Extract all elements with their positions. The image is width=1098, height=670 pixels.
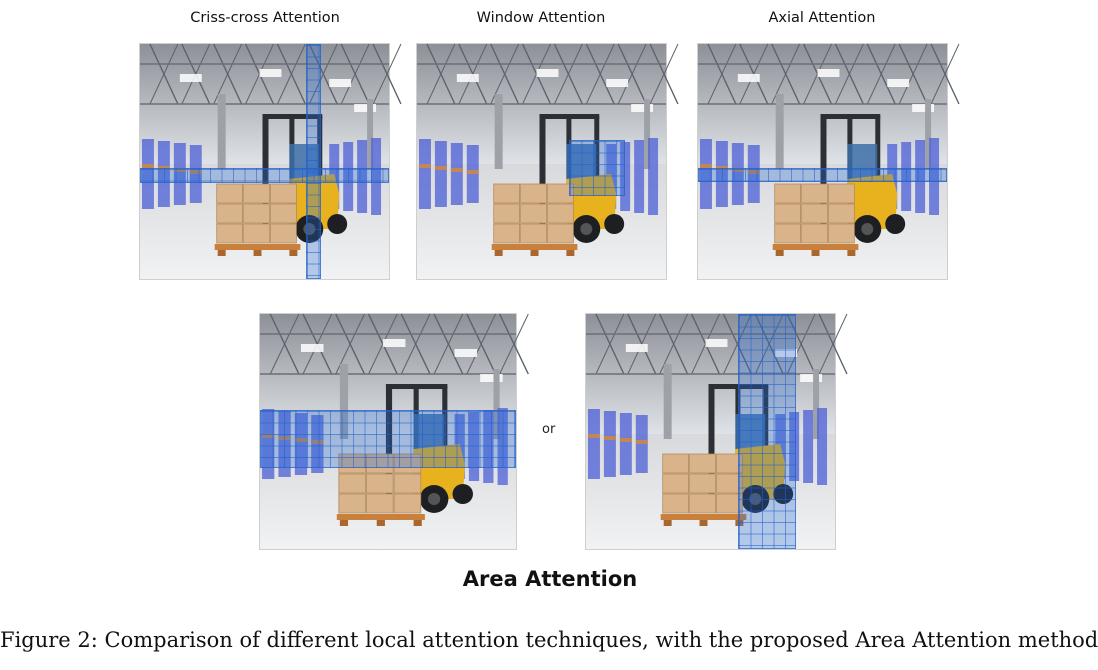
area-vertical-panel <box>585 313 848 550</box>
criss-cross-horizontal-band <box>140 168 389 183</box>
warehouse-image <box>586 313 848 549</box>
or-separator: or <box>542 422 556 437</box>
area-vertical-region <box>738 314 796 549</box>
area-horizontal-panel <box>259 313 529 550</box>
criss-cross-title: Criss-cross Attention <box>190 10 340 26</box>
area-attention-title: Area Attention <box>462 567 638 591</box>
area-horizontal-region <box>260 410 516 468</box>
warehouse-image <box>417 43 679 279</box>
axial-horizontal-band <box>698 168 947 182</box>
figure-caption: Figure 2: Comparison of different local … <box>0 628 1098 652</box>
window-panel <box>416 43 679 280</box>
axial-panel <box>697 43 960 280</box>
warehouse-image <box>698 43 960 279</box>
warehouse-image <box>140 43 402 279</box>
axial-title: Axial Attention <box>768 10 876 26</box>
criss-cross-panel <box>139 43 402 280</box>
window-region <box>569 140 625 196</box>
window-title: Window Attention <box>476 10 606 26</box>
criss-cross-vertical-band <box>306 44 321 279</box>
